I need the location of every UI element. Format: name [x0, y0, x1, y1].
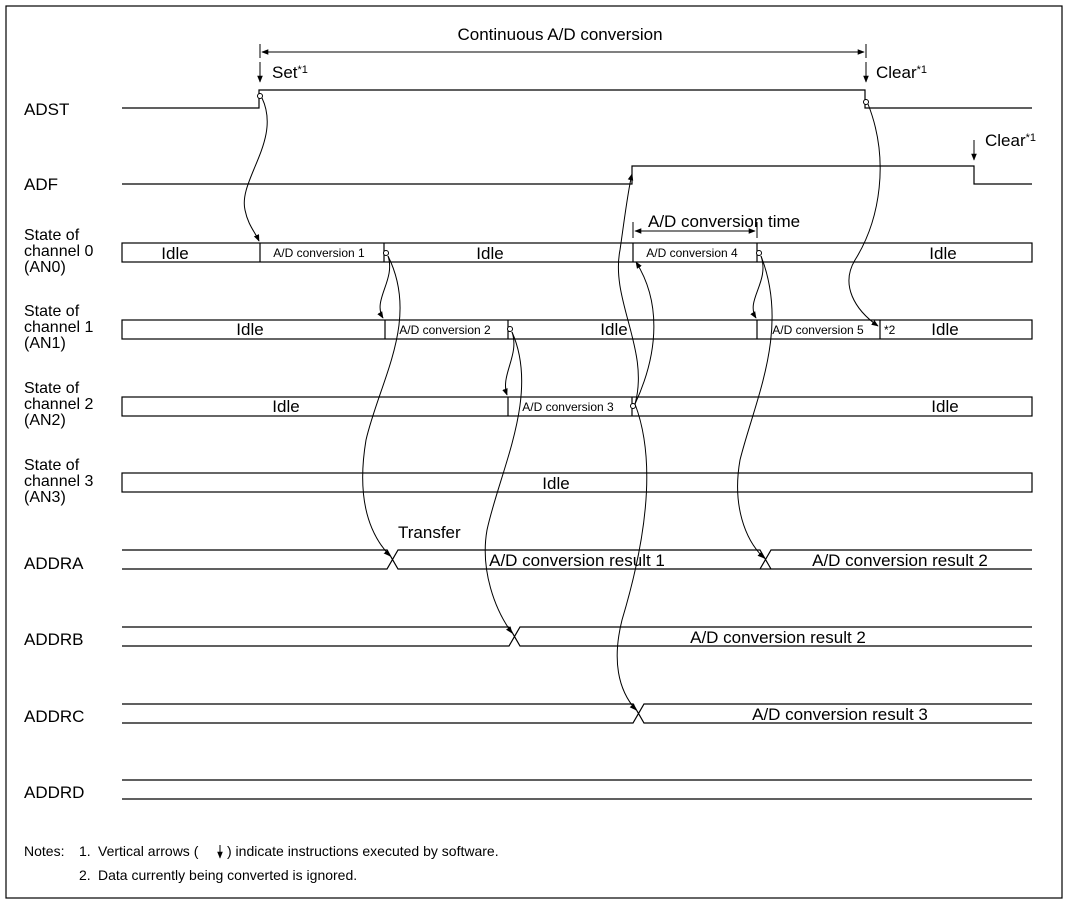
addrd-bus [122, 779, 1032, 800]
ch0-segment: Idle [476, 244, 503, 263]
signal-label-addrc: ADDRC [24, 707, 84, 726]
ch1-segment: Idle [931, 320, 958, 339]
notes-prefix: Notes: [24, 843, 64, 859]
ch1-segment: A/D conversion 5 [772, 323, 864, 337]
adf-clear-label: Clear*1 [985, 131, 1036, 150]
ch0-segment: Idle [929, 244, 956, 263]
channel-2-bar [121, 396, 1033, 417]
note-1-text-a: Vertical arrows ( [98, 843, 199, 859]
ch3-segment: Idle [542, 474, 569, 493]
adf-waveform [122, 165, 1032, 185]
conversion-time-label: A/D conversion time [648, 212, 800, 231]
signal-label-addrd: ADDRD [24, 783, 84, 802]
addra-result-2: A/D conversion result 2 [812, 551, 988, 570]
transfer-label: Transfer [398, 523, 461, 542]
notes-block: Notes: 1. Vertical arrows ( ) indicate i… [24, 843, 499, 883]
signal-label-adst: ADST [24, 100, 69, 119]
ch2-segment: Idle [931, 397, 958, 416]
channel-1-bar [121, 319, 1033, 340]
note-2-text: Data currently being converted is ignore… [98, 867, 357, 883]
ch0-segment: Idle [161, 244, 188, 263]
ch0-segment: A/D conversion 1 [273, 246, 365, 260]
addrb-bus [122, 626, 1032, 647]
signal-label-addra: ADDRA [24, 554, 84, 573]
ch1-note-ref: *2 [884, 323, 896, 337]
ch1-segment: A/D conversion 2 [399, 323, 491, 337]
clear-label: Clear*1 [876, 63, 927, 82]
adst-waveform [122, 89, 1032, 109]
ch0-segment: A/D conversion 4 [646, 246, 738, 260]
set-label: Set*1 [272, 63, 308, 82]
ch2-segment: Idle [272, 397, 299, 416]
addrb-result: A/D conversion result 2 [690, 628, 866, 647]
note-2-number: 2. [79, 867, 91, 883]
addrc-bus [122, 703, 1032, 724]
ch1-segment: Idle [600, 320, 627, 339]
ch1-segment: Idle [236, 320, 263, 339]
note-1-text-b: ) indicate instructions executed by soft… [227, 843, 499, 859]
addra-bus [122, 549, 1032, 570]
channel-0-bar [121, 242, 1033, 263]
causality-arrows [243, 97, 881, 711]
signal-label-adf: ADF [24, 175, 58, 194]
ch2-segment: A/D conversion 3 [522, 400, 614, 414]
figure-frame [5, 5, 1063, 899]
continuous-conversion-label: Continuous A/D conversion [457, 25, 662, 44]
signal-label-addrb: ADDRB [24, 630, 84, 649]
addra-result-1: A/D conversion result 1 [489, 551, 665, 570]
note-1-number: 1. [79, 843, 91, 859]
addrc-result: A/D conversion result 3 [752, 705, 928, 724]
channel-3-bar [121, 472, 1033, 493]
